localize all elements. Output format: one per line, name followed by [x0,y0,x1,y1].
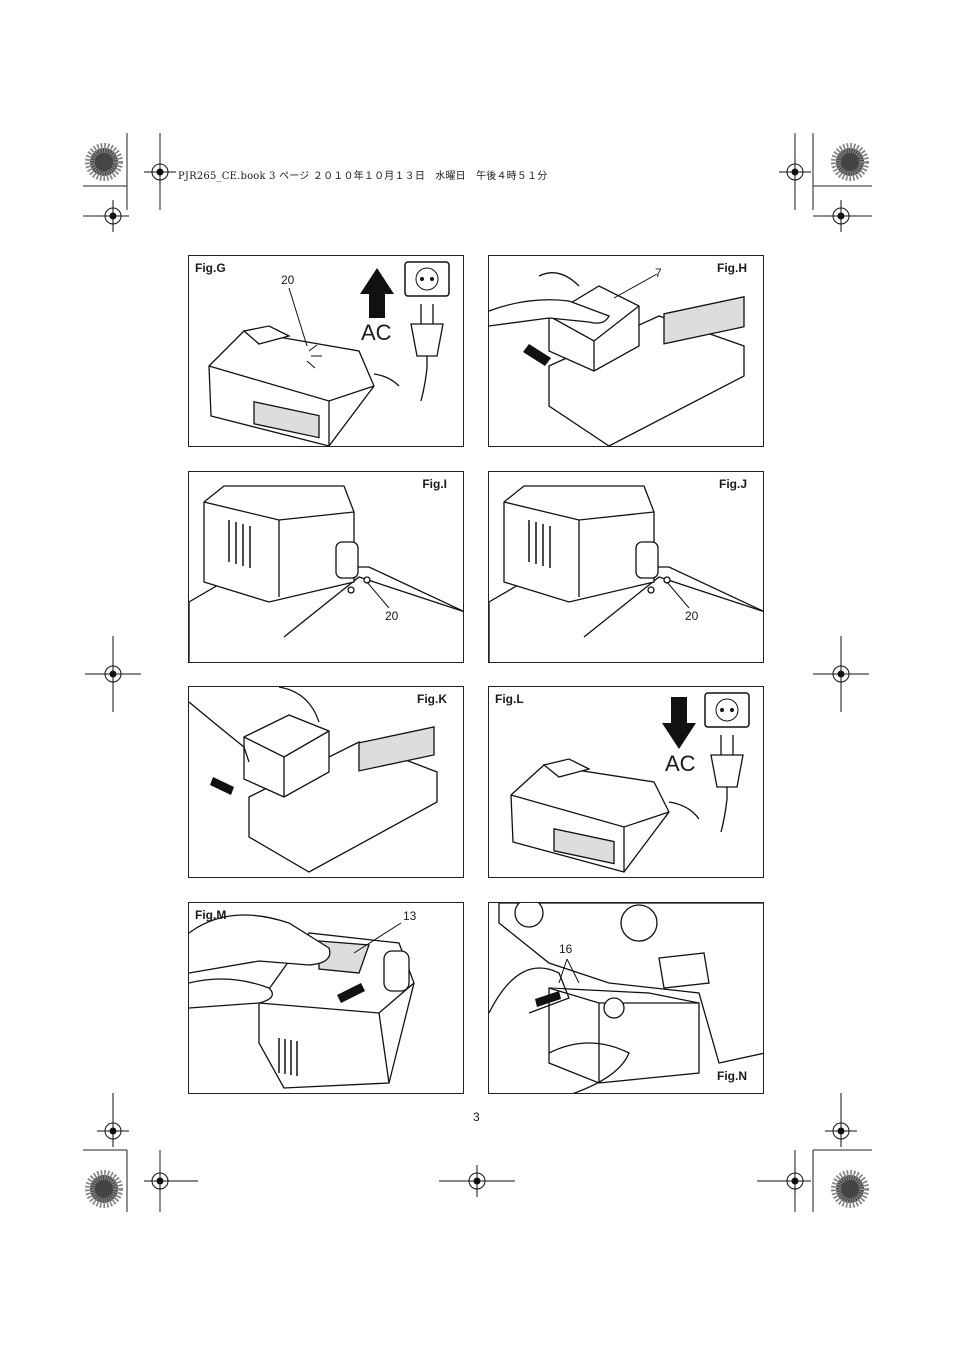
arrow-icon [337,983,365,1003]
socket-icon [404,261,450,297]
up-arrow-icon [360,268,394,318]
plug-icon [410,304,444,402]
page-number: 3 [473,1110,480,1124]
charger-lamp-illustration [189,485,463,662]
arrow-icon [523,344,551,366]
figure-j: Fig.J 20 [488,471,764,663]
figure-label: Fig.K [417,692,447,706]
battery-remove-illustration [189,687,438,873]
arrow-icon [210,777,234,795]
figure-label: Fig.M [195,908,227,922]
figure-h: Fig.H 7 [488,255,764,447]
figure-label: Fig.G [195,261,226,275]
down-arrow-icon [662,697,696,749]
figure-label: Fig.J [718,477,747,491]
figure-label: Fig.I [422,477,447,491]
battery-latch-illustration [189,914,415,1089]
figure-g: Fig.G 20 AC [188,255,464,447]
callout-number: 20 [685,609,699,623]
callout-number: 7 [655,266,662,280]
figure-m: Fig.M 13 [188,902,464,1094]
power-label: AC [361,320,392,345]
starburst-marks [85,143,869,1208]
power-label: AC [665,751,696,776]
figure-label: Fig.H [717,261,747,275]
figure-k: Fig.K [188,686,464,878]
figure-label: Fig.L [495,692,524,706]
charger-ac-illustration [208,261,450,446]
figure-i: Fig.I 20 [188,471,464,663]
battery-insert-illustration [489,272,745,446]
arrow-icon [535,991,561,1007]
callout-number: 20 [385,609,399,623]
charger-unplug-illustration [510,692,750,873]
figure-l: Fig.L AC [488,686,764,878]
callout-number: 20 [281,273,295,287]
charger-lamp-illustration [489,485,763,662]
callout-number: 16 [559,942,573,956]
battery-install-tool-illustration [489,903,763,1093]
callout-number: 13 [403,909,417,923]
header-file-info: PJR265_CE.book 3 ページ ２０１０年１０月１３日 水曜日 午後４… [178,171,548,182]
figure-n: Fig.N 16 [488,902,764,1094]
socket-icon [704,692,750,728]
plug-icon [710,735,744,833]
figure-label: Fig.N [717,1069,747,1083]
